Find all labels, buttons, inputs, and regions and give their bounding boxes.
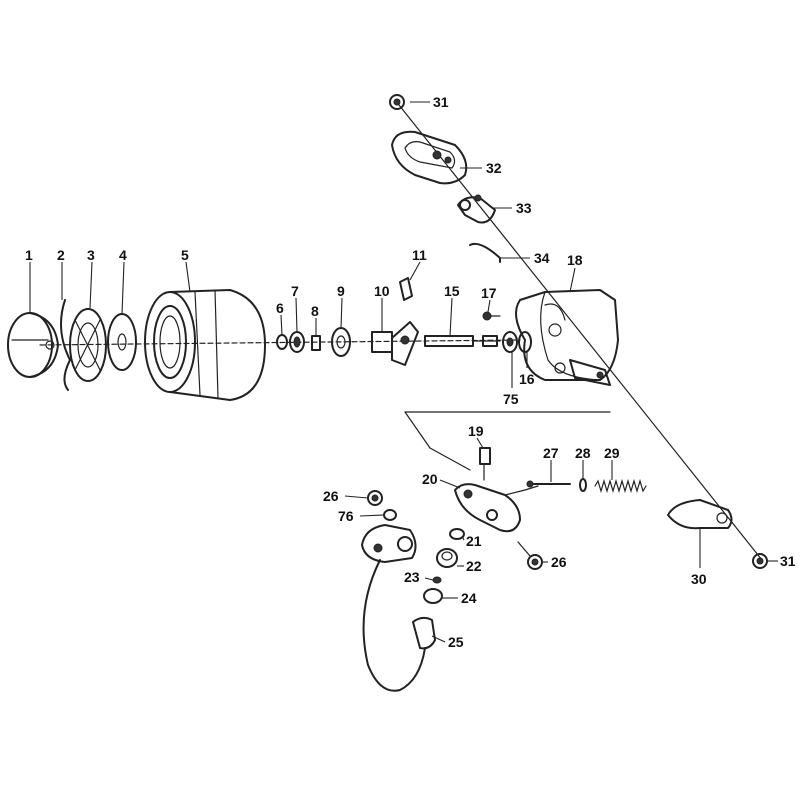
part-18-rotor	[515, 289, 619, 386]
label-6: 6	[276, 300, 284, 316]
part-8-pin	[311, 335, 321, 351]
part-24-bushing	[423, 588, 443, 604]
part-31-screw-top	[389, 94, 405, 110]
part-1-spool-cap	[7, 312, 59, 378]
label-75: 75	[503, 391, 519, 407]
label-1: 1	[25, 247, 33, 263]
part-10-slider	[371, 321, 419, 366]
label-18: 18	[567, 252, 583, 268]
part-31-screw-bottom	[752, 553, 768, 569]
part-34-bail-wire	[469, 242, 501, 263]
label-28: 28	[575, 445, 591, 461]
assembly-bracket	[404, 411, 611, 471]
part-21-washer	[449, 528, 465, 540]
label-9: 9	[337, 283, 345, 299]
label-17: 17	[481, 285, 497, 301]
label-20: 20	[422, 471, 438, 487]
guide-line-bail	[394, 99, 763, 561]
label-23: 23	[404, 569, 420, 585]
part-76-washer	[383, 509, 397, 521]
part-4-washer	[107, 313, 137, 371]
label-22: 22	[466, 558, 482, 574]
label-21: 21	[466, 533, 482, 549]
assembly-axis	[39, 339, 521, 346]
part-25-bail-wire	[362, 559, 436, 692]
label-3: 3	[87, 247, 95, 263]
part-labels: 1 2 3 4 5 6 7 8 9 10 11 15 16 17 18 19 2…	[25, 94, 796, 650]
part-5-spool	[144, 289, 266, 401]
part-19-screw	[479, 447, 491, 481]
part-20-trip-lever	[454, 483, 539, 533]
label-26-left: 26	[323, 488, 339, 504]
label-31-bottom: 31	[780, 553, 796, 569]
part-15-shaft	[424, 335, 501, 347]
part-23-ring	[432, 576, 442, 584]
part-33-line-roller	[457, 194, 496, 224]
part-3-washer	[69, 308, 107, 382]
part-27-pin	[526, 480, 571, 488]
label-16: 16	[519, 371, 535, 387]
label-4: 4	[119, 247, 127, 263]
label-24: 24	[461, 590, 477, 606]
part-22-roller	[436, 548, 458, 568]
label-11: 11	[412, 247, 427, 263]
label-32: 32	[486, 160, 502, 176]
label-27: 27	[543, 445, 559, 461]
label-2: 2	[57, 247, 65, 263]
label-5: 5	[181, 247, 189, 263]
label-29: 29	[604, 445, 620, 461]
part-75-washer	[502, 331, 518, 353]
label-7: 7	[291, 283, 299, 299]
label-25: 25	[448, 634, 464, 650]
label-76: 76	[338, 508, 354, 524]
part-29-spring	[594, 478, 647, 494]
part-17-screw	[482, 311, 501, 321]
part-26-screw-left	[367, 490, 383, 506]
label-19: 19	[468, 423, 484, 439]
label-34: 34	[534, 250, 550, 266]
label-8: 8	[311, 303, 319, 319]
label-31-top: 31	[433, 94, 449, 110]
label-10: 10	[374, 283, 390, 299]
part-30-bail-arm-lower	[667, 499, 733, 530]
part-bail-holder-left	[361, 524, 417, 563]
label-26-right: 26	[551, 554, 567, 570]
label-15: 15	[444, 283, 460, 299]
part-2-wire	[60, 299, 71, 391]
part-32-bail-arm	[391, 130, 468, 185]
label-30: 30	[691, 571, 707, 587]
label-33: 33	[516, 200, 532, 216]
part-11-key	[399, 277, 413, 301]
leader-lines	[29, 101, 778, 643]
part-26-screw-right	[517, 541, 543, 570]
part-28-collar	[579, 478, 587, 492]
